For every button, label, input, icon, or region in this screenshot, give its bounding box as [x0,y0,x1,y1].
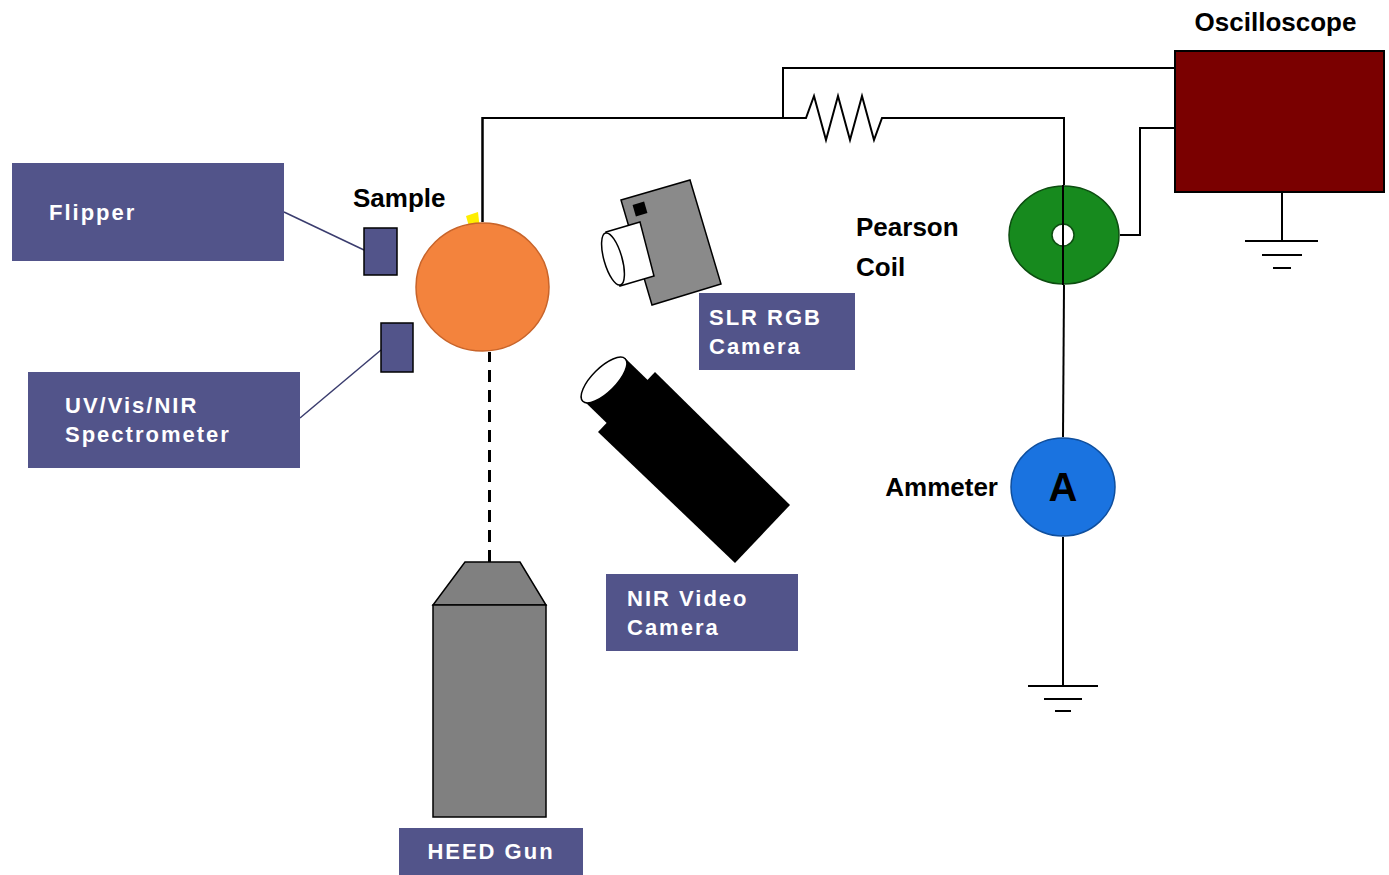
box-label: NIR Video Camera [627,584,790,642]
label-box: NIR Video Camera [606,574,798,651]
spectrometer-probe [381,323,413,372]
label-box: Flipper [12,163,284,261]
shape-outline [1008,185,1120,285]
amm-shape: AmmeterA [1010,437,1116,537]
nir-camera [574,350,790,563]
slr-camera [597,180,721,305]
gun-shape: HEED Gun [433,562,546,817]
ground-symbol [1245,240,1318,242]
ground-symbol [1273,267,1291,269]
part-label: Oscilloscope [1168,2,1383,42]
part-label: Sample [353,178,473,218]
label-box: UV/Vis/NIR Spectrometer [28,372,300,468]
label-box: SLR RGB Camera [699,293,855,370]
flipper-part [364,228,397,275]
leader-line [284,212,364,250]
meter-symbol: A [1010,437,1116,537]
resistor-symbol [783,96,1063,140]
osc-shape: Oscilloscope [1174,50,1385,193]
part-label: Pearson Coil [856,207,996,287]
wire [483,118,1065,222]
wire [1063,285,1064,437]
shape-outline [433,562,546,817]
wire [1120,128,1174,235]
ground-symbol [1055,710,1071,712]
shape-outline [1174,50,1385,193]
box-label: HEED Gun [399,828,583,875]
ground-wire [1062,537,1064,686]
sample-shape: Sample [415,222,550,352]
ground-symbol [1028,685,1098,687]
part-label: Ammeter [810,467,998,507]
electron-beam [488,352,491,562]
ground-symbol [1044,698,1082,700]
box-label: UV/Vis/NIR Spectrometer [65,391,290,449]
leader-line [300,350,381,418]
ground-wire [1281,193,1283,241]
ring-shape: Pearson Coil [1008,185,1120,285]
box-label: SLR RGB Camera [709,303,849,361]
box-label: Flipper [49,198,136,227]
ground-symbol [1262,254,1302,256]
shape-outline [415,222,550,352]
